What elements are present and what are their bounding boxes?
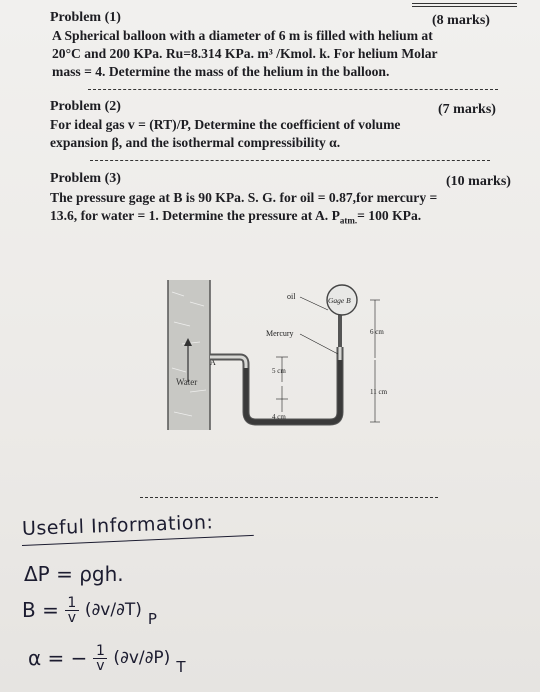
problem2-title: Problem (2) bbox=[50, 99, 121, 114]
water-pipe bbox=[168, 280, 210, 430]
problem3-title: Problem (3) bbox=[50, 171, 121, 186]
problem2-line2: expansion β, and the isothermal compress… bbox=[50, 135, 341, 150]
problem1-line1: A Spherical balloon with a diameter of 6… bbox=[52, 28, 433, 43]
problem2-line1: For ideal gas v = (RT)/P, Determine the … bbox=[50, 117, 401, 132]
eq-delta-p: ΔP = ρgh. bbox=[24, 562, 124, 586]
problem1-line3: mass = 4. Determine the mass of the heli… bbox=[52, 64, 390, 79]
separator-3 bbox=[140, 497, 438, 498]
dim-5cm: 5 cm bbox=[272, 367, 286, 375]
problem3-line2: 13.6, for water = 1. Determine the press… bbox=[50, 208, 422, 226]
dim-6cm: 6 cm bbox=[370, 328, 384, 336]
separator-2 bbox=[90, 160, 490, 161]
eq-alpha: α = − 1 v (∂v/∂P) T bbox=[28, 642, 186, 677]
gage-b-icon bbox=[326, 284, 358, 316]
separator-1 bbox=[88, 89, 498, 90]
useful-title: Useful Information: bbox=[21, 511, 214, 540]
oil-label: oil bbox=[287, 292, 296, 301]
problem3-line1: The pressure gage at B is 90 KPa. S. G. … bbox=[50, 190, 438, 205]
water-label: Water bbox=[176, 377, 197, 387]
top-rule-2 bbox=[412, 6, 517, 7]
top-rule bbox=[412, 3, 517, 4]
gage-label: Gage B bbox=[328, 296, 351, 305]
dim-11cm: 11 cm bbox=[370, 388, 388, 396]
problem3-marks: (10 marks) bbox=[446, 174, 511, 189]
dim-4cm: 4 cm bbox=[272, 413, 286, 421]
problem1-marks: (8 marks) bbox=[432, 13, 490, 28]
eq-beta: B = 1 v (∂v/∂T) P bbox=[22, 594, 157, 629]
mercury-label: Mercury bbox=[266, 329, 294, 338]
problem1-line2: 20°C and 200 KPa. Ru=8.314 KPa. m³ /Kmol… bbox=[52, 46, 438, 61]
problem1-title: Problem (1) bbox=[50, 10, 121, 25]
manometer-figure: Water A Gage B oil Mercury 6 cm 11 cm 5 … bbox=[167, 280, 388, 430]
problem2-marks: (7 marks) bbox=[438, 102, 496, 117]
point-a-label: A bbox=[210, 358, 216, 367]
